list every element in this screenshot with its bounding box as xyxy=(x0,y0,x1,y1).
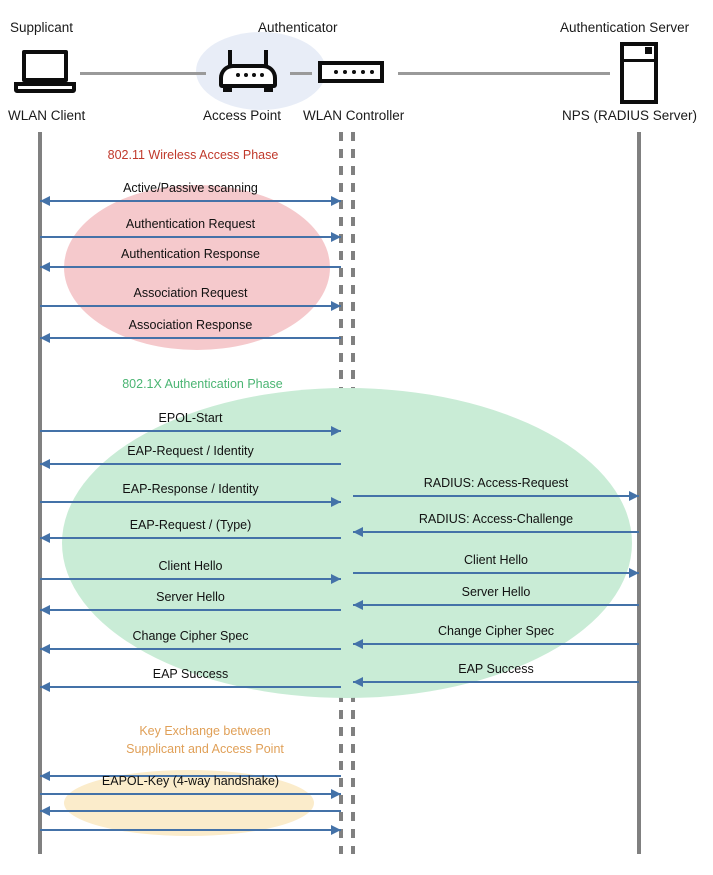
message-label-left-6: EAP-Request / Identity xyxy=(127,444,254,458)
arrow-head-right-left-3 xyxy=(331,301,341,311)
message-label-left-12: EAP Success xyxy=(152,667,229,681)
message-line-right-5 xyxy=(353,681,639,683)
message-line-left-4 xyxy=(40,337,341,339)
authenticator-role-label: Authenticator xyxy=(258,20,338,35)
arrow-head-right-right-2 xyxy=(629,568,639,578)
message-label-right-2: Client Hello xyxy=(464,553,528,567)
arrow-head-left-left-4 xyxy=(40,333,50,343)
arrow-head-right-left-16 xyxy=(331,825,341,835)
arrow-head-left-right-1 xyxy=(353,527,363,537)
arrow-head-left-left-11 xyxy=(40,644,50,654)
message-line-left-8 xyxy=(40,537,341,539)
message-label-left-9: Client Hello xyxy=(158,559,223,573)
message-line-left-3 xyxy=(40,305,341,307)
arrow-head-left-left-10 xyxy=(40,605,50,615)
phase-ellipse-dot1x xyxy=(62,388,632,698)
arrow-head-left-left-15 xyxy=(40,806,50,816)
message-line-right-4 xyxy=(353,643,639,645)
message-line-left-16 xyxy=(40,829,341,831)
phase-title-key-exchange-line1: Key Exchange between xyxy=(139,724,271,738)
message-line-right-0 xyxy=(353,495,639,497)
message-label-left-4: Association Response xyxy=(128,318,253,332)
message-line-left-15 xyxy=(40,810,341,812)
supplicant-role-label: Supplicant xyxy=(10,20,74,35)
message-label-left-8: EAP-Request / (Type) xyxy=(129,518,252,532)
message-label-left-1: Authentication Request xyxy=(125,217,256,231)
message-line-left-2 xyxy=(40,266,341,268)
message-line-left-0 xyxy=(40,200,341,202)
message-line-left-9 xyxy=(40,578,341,580)
message-line-right-1 xyxy=(353,531,639,533)
message-label-left-5: EPOL-Start xyxy=(158,411,223,425)
message-line-left-6 xyxy=(40,463,341,465)
arrow-head-right-right-0 xyxy=(629,491,639,501)
arrow-head-left-right-4 xyxy=(353,639,363,649)
message-label-right-5: EAP Success xyxy=(458,662,534,676)
message-label-right-0: RADIUS: Access-Request xyxy=(423,476,569,490)
nps-server-label: NPS (RADIUS Server) xyxy=(562,108,698,123)
lifeline-nps-server xyxy=(637,132,641,854)
controller-icon xyxy=(318,61,384,83)
message-line-right-3 xyxy=(353,604,639,606)
link-client-ap xyxy=(80,72,206,75)
auth-server-role-label: Authentication Server xyxy=(560,20,690,35)
message-label-right-4: Change Cipher Spec xyxy=(437,624,555,638)
arrow-head-left-right-5 xyxy=(353,677,363,687)
arrow-head-left-left-2 xyxy=(40,262,50,272)
arrow-head-right-left-9 xyxy=(331,574,341,584)
message-label-left-0: Active/Passive scanning xyxy=(123,181,258,195)
message-line-right-2 xyxy=(353,572,639,574)
arrow-head-right-left-0 xyxy=(331,196,341,206)
link-ap-controller xyxy=(290,72,312,75)
wlan-controller-label: WLAN Controller xyxy=(303,108,405,123)
message-line-left-10 xyxy=(40,609,341,611)
arrow-head-right-left-14 xyxy=(331,789,341,799)
arrow-head-left-left-12 xyxy=(40,682,50,692)
message-line-left-11 xyxy=(40,648,341,650)
message-label-left-14: EAPOL-Key (4-way handshake) xyxy=(101,774,280,788)
server-icon xyxy=(620,42,658,104)
message-label-left-2: Authentication Response xyxy=(121,247,260,261)
arrow-head-right-left-1 xyxy=(331,232,341,242)
message-line-left-1 xyxy=(40,236,341,238)
laptop-icon xyxy=(14,50,76,94)
message-line-left-13 xyxy=(40,775,341,777)
access-point-icon xyxy=(219,50,281,94)
message-label-right-3: Server Hello xyxy=(461,585,531,599)
message-line-left-14 xyxy=(40,793,341,795)
message-label-left-10: Server Hello xyxy=(156,590,225,604)
message-line-left-5 xyxy=(40,430,341,432)
phase-title-wireless-access: 802.11 Wireless Access Phase xyxy=(107,148,279,162)
arrow-head-right-left-7 xyxy=(331,497,341,507)
phase-ellipse-key-exchange xyxy=(64,770,314,836)
arrow-head-left-left-6 xyxy=(40,459,50,469)
message-label-left-3: Association Request xyxy=(133,286,248,300)
arrow-head-left-right-3 xyxy=(353,600,363,610)
message-label-left-7: EAP-Response / Identity xyxy=(122,482,259,496)
message-label-left-11: Change Cipher Spec xyxy=(132,629,249,643)
phase-title-dot1x: 802.1X Authentication Phase xyxy=(122,377,283,391)
arrow-head-left-left-0 xyxy=(40,196,50,206)
wlan-client-label: WLAN Client xyxy=(8,108,86,123)
lifeline-supplicant xyxy=(38,132,42,854)
message-label-right-1: RADIUS: Access-Challenge xyxy=(418,512,574,526)
arrow-head-left-left-8 xyxy=(40,533,50,543)
message-line-left-7 xyxy=(40,501,341,503)
access-point-label: Access Point xyxy=(203,108,282,123)
arrow-head-right-left-5 xyxy=(331,426,341,436)
link-controller-nps xyxy=(398,72,610,75)
phase-title-key-exchange-line2: Supplicant and Access Point xyxy=(126,742,284,756)
message-line-left-12 xyxy=(40,686,341,688)
arrow-head-left-left-13 xyxy=(40,771,50,781)
